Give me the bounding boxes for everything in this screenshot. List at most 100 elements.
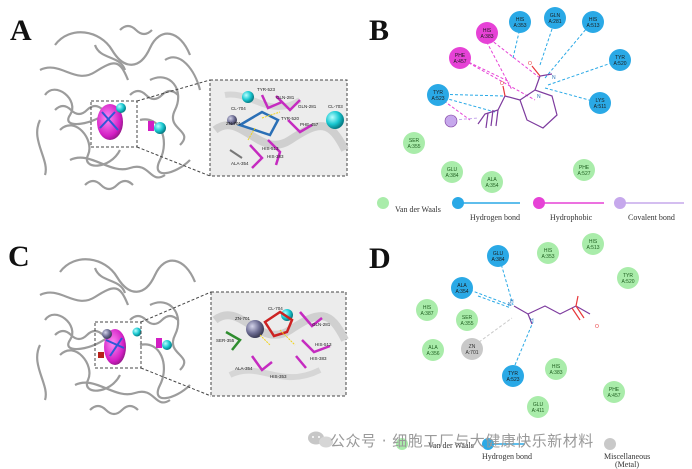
svg-text:HIS-383: HIS-383 (267, 154, 284, 159)
legend-b (377, 197, 684, 209)
residue-name: HIS (423, 305, 432, 311)
residue-chain-id: A:384 (491, 257, 504, 263)
residue-name: TYR (623, 273, 633, 279)
residue-chain-id: A:511 (594, 104, 607, 110)
residue-name: GLU (493, 251, 504, 257)
interaction-lines-d (469, 259, 534, 366)
residue-name: SER (462, 315, 473, 321)
svg-text:N: N (552, 75, 556, 81)
legend-metal-label-d: (Metal) (615, 460, 639, 469)
svg-text:N: N (508, 302, 512, 308)
panel-letter-c: C (8, 240, 30, 273)
residue-chain-id: A:353 (513, 23, 526, 29)
residue-chain-id: A:457 (607, 393, 620, 399)
residue-chain-id: A:383 (549, 370, 562, 376)
residue-chain-id: A:387 (420, 311, 433, 317)
residue-chain-id: A:457 (453, 59, 466, 65)
residue-chain-id: A:353 (541, 254, 554, 260)
ligand-structure-d: N H H O (508, 295, 599, 330)
residue-name: TYR (433, 90, 443, 96)
residue-chain-id: A:520 (621, 279, 634, 285)
legend-hbond-label-b: Hydrogen bond (470, 213, 520, 222)
residue-name: GLN (550, 13, 561, 19)
residue-chain-id: A:513 (586, 23, 599, 29)
residue-name: HIS (589, 17, 598, 23)
residue-chain-id: A:355 (407, 144, 420, 150)
residue-chain-id: A:523 (431, 96, 444, 102)
wechat-icon (308, 431, 333, 448)
residue-name: ALA (487, 177, 497, 183)
watermark-text: 公众号 · 细胞工厂与大健康快乐新材料 (330, 432, 594, 450)
residue-name: HIS (544, 248, 553, 254)
residue-chain-id: A:513 (586, 245, 599, 251)
legend-vdw-swatch (377, 197, 389, 209)
legend-hydrophobic-swatch (533, 197, 545, 209)
residue-nodes-d: GLUA:384HISA:353HISA:513TYRA:520ALAA:354… (416, 233, 639, 418)
svg-text:GLN-281: GLN-281 (276, 95, 295, 100)
residue-name: PHE (455, 53, 466, 59)
svg-text:O: O (528, 61, 532, 67)
residue-name: ALA (457, 283, 467, 289)
panel-letter-b: B (369, 14, 390, 47)
svg-text:HIS-513: HIS-513 (315, 342, 332, 347)
legend-hydrophobic-label-b: Hydrophobic (550, 213, 593, 222)
residue-name: LYS (595, 98, 605, 104)
svg-text:HIS-353: HIS-353 (270, 374, 287, 379)
svg-text:TYR-520: TYR-520 (281, 116, 300, 121)
residue-chain-id: A:411 (532, 408, 545, 414)
residue-chain-id: A:701 (465, 350, 478, 356)
svg-text:SER-355: SER-355 (216, 338, 235, 343)
residue-chain-id: A:355 (460, 321, 473, 327)
zoom-box-c (94, 321, 142, 369)
zoom-labels-c: ZN-701 CL-704 GLN-281 HIS-513 HIS-383 AL… (216, 306, 332, 379)
svg-text:GLN-281: GLN-281 (298, 104, 317, 109)
svg-text:CL-704: CL-704 (231, 106, 246, 111)
residue-chain-id: A:527 (577, 171, 590, 177)
residue-name: SER (409, 138, 420, 144)
residue-name: HIS (516, 17, 525, 23)
residue-chain-id: A:520 (613, 61, 626, 67)
svg-text:CL-703: CL-703 (328, 104, 343, 109)
residue-name: ALA (428, 345, 438, 351)
zoom-box-a (90, 100, 138, 148)
residue-name: HIS (589, 239, 598, 245)
svg-text:ZN-701: ZN-701 (226, 121, 242, 126)
residue-name: HIS (552, 364, 561, 370)
residue-node-cov (444, 114, 458, 128)
legend-misc-label-d: Miscellaneous (604, 452, 651, 461)
residue-name: ZN (469, 344, 476, 350)
residue-name: PHE (579, 165, 590, 171)
residue-name: GLU (447, 167, 458, 173)
legend-vdw-label-b: Van der Waals (395, 205, 441, 214)
legend-vdw-label-d: Van der Waals (428, 441, 474, 450)
residue-name: GLU (533, 402, 544, 408)
zoom-inset-a-contents (212, 91, 349, 169)
ligand-structure-b: N N O O (477, 61, 558, 129)
legend-covalent-label-b: Covalent bond (628, 213, 675, 222)
svg-text:O: O (500, 81, 504, 87)
svg-text:H: H (510, 299, 514, 305)
legend-hbond-swatch (452, 197, 464, 209)
panel-letter-a: A (10, 14, 32, 47)
residue-name: HIS (483, 28, 492, 34)
svg-text:ALA-354: ALA-354 (231, 161, 249, 166)
ligand-pocket-a (97, 103, 166, 140)
